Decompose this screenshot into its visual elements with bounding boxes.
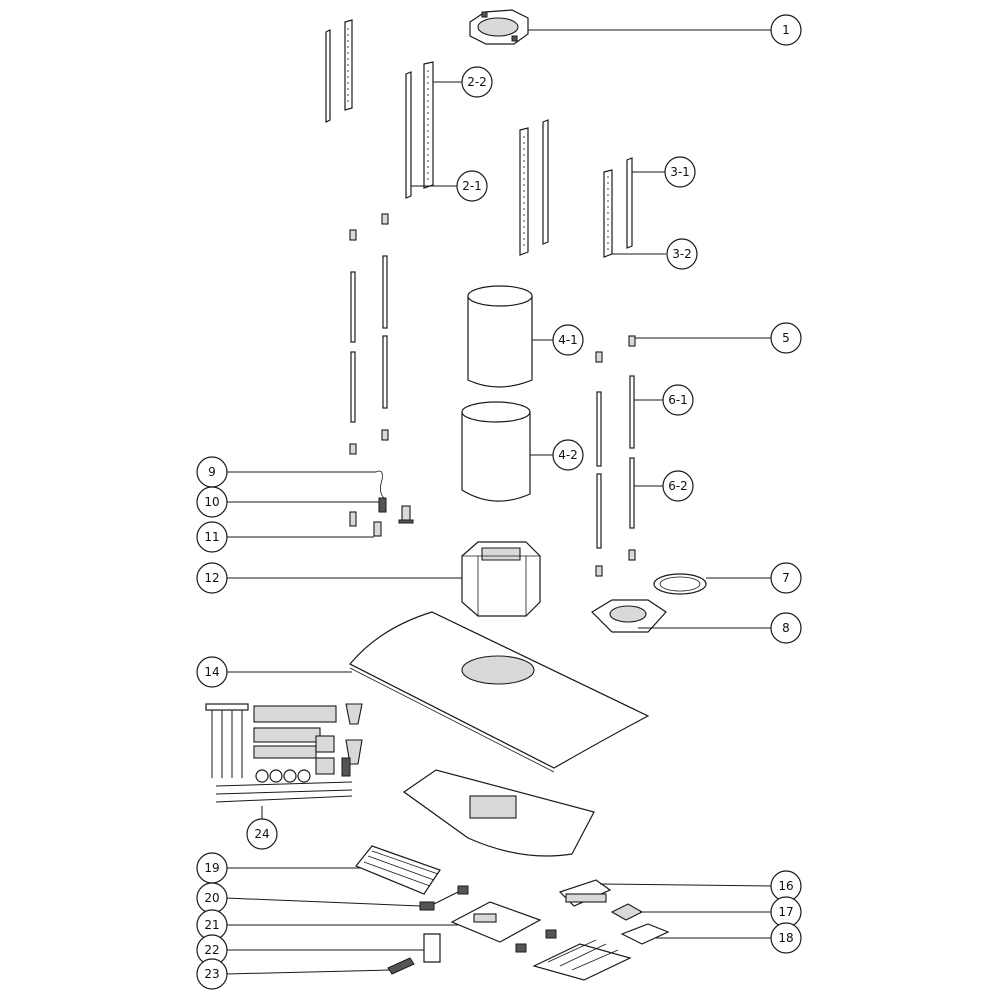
callout-6-1-label: 6-1 bbox=[668, 393, 688, 407]
callout-4-2-label: 4-2 bbox=[558, 448, 578, 462]
left-rod-stack bbox=[349, 213, 389, 455]
callout-20-label: 20 bbox=[204, 891, 219, 905]
small-screws-grid bbox=[253, 705, 337, 783]
callout-16-label: 16 bbox=[778, 879, 793, 893]
callout-2-1-label: 2-1 bbox=[462, 179, 482, 193]
callout-2-2-label: 2-2 bbox=[467, 75, 487, 89]
callout-10: 10 bbox=[196, 486, 228, 518]
part-2-1-bracket bbox=[405, 71, 412, 199]
part-19-grease-filter bbox=[355, 845, 441, 895]
callout-7: 7 bbox=[770, 562, 802, 594]
callout-14-label: 14 bbox=[204, 665, 219, 679]
callout-21-label: 21 bbox=[204, 918, 219, 932]
callout-22-label: 22 bbox=[204, 943, 219, 957]
callout-24-label: 24 bbox=[254, 827, 269, 841]
callout-6-2-label: 6-2 bbox=[668, 479, 688, 493]
part-17-circuit-board bbox=[610, 903, 644, 921]
callout-16: 16 bbox=[770, 870, 802, 902]
part-4-2-lower-chimney bbox=[461, 401, 531, 502]
callout-3-1: 3-1 bbox=[664, 156, 696, 188]
part-6-1-rod bbox=[629, 375, 635, 449]
part-12-blower-housing bbox=[461, 541, 541, 617]
part-6-2-rod bbox=[629, 457, 635, 529]
part-5-spacer bbox=[628, 335, 636, 347]
callout-18-label: 18 bbox=[778, 931, 793, 945]
callout-10-label: 10 bbox=[204, 495, 219, 509]
callout-3-1-label: 3-1 bbox=[670, 165, 690, 179]
callout-20: 20 bbox=[196, 882, 228, 914]
callout-19-label: 19 bbox=[204, 861, 219, 875]
bottom-filter bbox=[515, 929, 632, 981]
hood-body bbox=[402, 769, 595, 857]
callout-23-label: 23 bbox=[204, 967, 219, 981]
part-16-junction-box bbox=[558, 879, 612, 907]
callout-1-label: 1 bbox=[782, 23, 790, 37]
part-11-clip bbox=[373, 521, 382, 537]
callout-11: 11 bbox=[196, 521, 228, 553]
callout-9: 9 bbox=[196, 456, 228, 488]
wire-nuts bbox=[341, 703, 363, 777]
right-rod-stack bbox=[595, 335, 636, 577]
callout-9-label: 9 bbox=[208, 465, 216, 479]
callout-19: 19 bbox=[196, 852, 228, 884]
callout-18: 18 bbox=[770, 922, 802, 954]
callout-4-2: 4-2 bbox=[552, 439, 584, 471]
callout-8: 8 bbox=[770, 612, 802, 644]
part-3-2-bracket bbox=[603, 169, 613, 258]
callout-14: 14 bbox=[196, 656, 228, 688]
part-1-mounting-bracket bbox=[469, 9, 529, 45]
callout-7-label: 7 bbox=[782, 571, 790, 585]
callout-1: 1 bbox=[770, 14, 802, 46]
part-3-mid-brackets-pair bbox=[519, 119, 549, 256]
part-4-1-upper-chimney bbox=[467, 285, 533, 388]
part-24-hardware-kit bbox=[205, 703, 363, 803]
callout-3-2: 3-2 bbox=[666, 238, 698, 270]
callout-3-2-label: 3-2 bbox=[672, 247, 692, 261]
part-10-connector bbox=[349, 497, 414, 527]
leader-lines bbox=[225, 29, 773, 975]
part-3-1-bracket bbox=[626, 157, 633, 249]
callout-11-label: 11 bbox=[204, 530, 219, 544]
cable-ties bbox=[215, 781, 353, 803]
part-21-control-panel bbox=[450, 901, 542, 943]
callout-6-2: 6-2 bbox=[662, 470, 694, 502]
part-9-wire bbox=[375, 470, 385, 499]
part-14-canopy bbox=[349, 611, 650, 773]
callout-22: 22 bbox=[196, 934, 228, 966]
callout-23: 23 bbox=[196, 958, 228, 990]
part-23-remote bbox=[387, 957, 415, 975]
callout-4-1: 4-1 bbox=[552, 324, 584, 356]
long-screws bbox=[205, 703, 249, 778]
callout-4-1-label: 4-1 bbox=[558, 333, 578, 347]
callout-17-label: 17 bbox=[778, 905, 793, 919]
callout-24: 24 bbox=[246, 818, 278, 850]
part-2-2-bracket bbox=[423, 61, 434, 189]
callout-2-2: 2-2 bbox=[461, 66, 493, 98]
callout-21: 21 bbox=[196, 909, 228, 941]
callout-8-label: 8 bbox=[782, 621, 790, 635]
callout-12: 12 bbox=[196, 562, 228, 594]
callout-12-label: 12 bbox=[204, 571, 219, 585]
callout-2-1: 2-1 bbox=[456, 170, 488, 202]
part-18-cover bbox=[620, 923, 670, 945]
callout-5-label: 5 bbox=[782, 331, 790, 345]
part-7-ring bbox=[653, 573, 707, 595]
part-8-base-plate bbox=[591, 599, 667, 633]
part-22-bracket bbox=[423, 933, 441, 963]
callout-6-1: 6-1 bbox=[662, 384, 694, 416]
part-2-upper-brackets-left-pair bbox=[325, 19, 353, 123]
callout-5: 5 bbox=[770, 322, 802, 354]
